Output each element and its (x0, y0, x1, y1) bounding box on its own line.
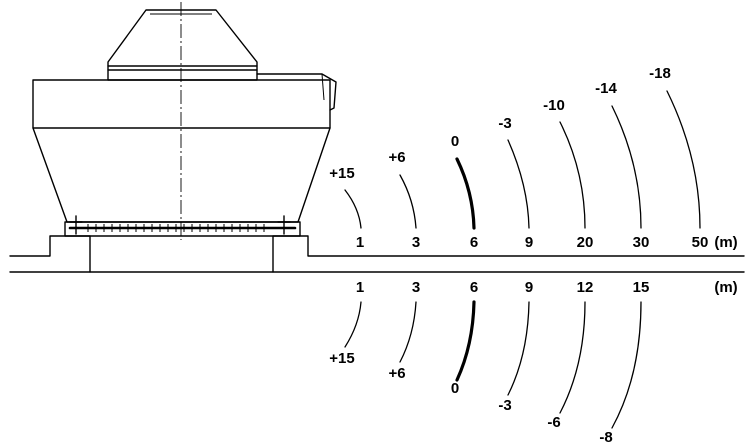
level-value-label: -8 (599, 429, 612, 446)
unit-label: (m) (714, 234, 737, 251)
curb-right (272, 235, 745, 273)
distance-label: 3 (412, 279, 420, 296)
level-arc (344, 301, 362, 348)
level-arc (507, 301, 530, 396)
level-value-label: -18 (649, 65, 671, 82)
level-arc (559, 301, 586, 414)
level-value-label: 0 (451, 380, 459, 397)
fan-housing (32, 79, 331, 223)
level-arc (666, 90, 701, 229)
lower-scale: 1 3 6 9 12 15 +15 +6 0 -3 -6 -8 (m) (329, 279, 737, 446)
curb-left (9, 235, 91, 273)
roof-fan-drawing (32, 2, 337, 240)
distance-label: 20 (577, 234, 594, 251)
reference-arc (455, 300, 476, 382)
level-arc (399, 301, 417, 363)
distance-label: 12 (577, 279, 594, 296)
roof-curb (9, 235, 745, 273)
distance-label: 50 (692, 234, 709, 251)
distance-label: 15 (633, 279, 650, 296)
level-value-label: -3 (498, 115, 511, 132)
unit-label: (m) (714, 279, 737, 296)
level-arc (507, 139, 530, 229)
level-value-label: -6 (547, 414, 560, 431)
level-value-label: 0 (451, 133, 459, 150)
level-value-label: +15 (329, 165, 354, 182)
level-value-label: -10 (543, 97, 565, 114)
base-hatch (87, 224, 265, 232)
level-value-label: -14 (595, 80, 617, 97)
upper-scale: 1 3 6 9 20 30 50 +15 +6 0 -3 -10 -14 -18 (m) (329, 65, 737, 251)
level-value-label: -3 (498, 397, 511, 414)
level-value-label: +6 (388, 365, 405, 382)
distance-label: 1 (356, 234, 364, 251)
distance-label: 1 (356, 279, 364, 296)
distance-label: 6 (470, 234, 478, 251)
distance-label: 3 (412, 234, 420, 251)
level-arc (559, 121, 586, 229)
level-arc (399, 174, 417, 229)
distance-label: 9 (525, 234, 533, 251)
level-value-label: +15 (329, 350, 354, 367)
distance-label: 6 (470, 279, 478, 296)
level-arc (611, 301, 642, 429)
distance-label: 9 (525, 279, 533, 296)
level-arc (611, 105, 642, 229)
reference-arc (455, 157, 476, 230)
level-arc (344, 189, 362, 229)
level-value-label: +6 (388, 149, 405, 166)
distance-label: 30 (633, 234, 650, 251)
